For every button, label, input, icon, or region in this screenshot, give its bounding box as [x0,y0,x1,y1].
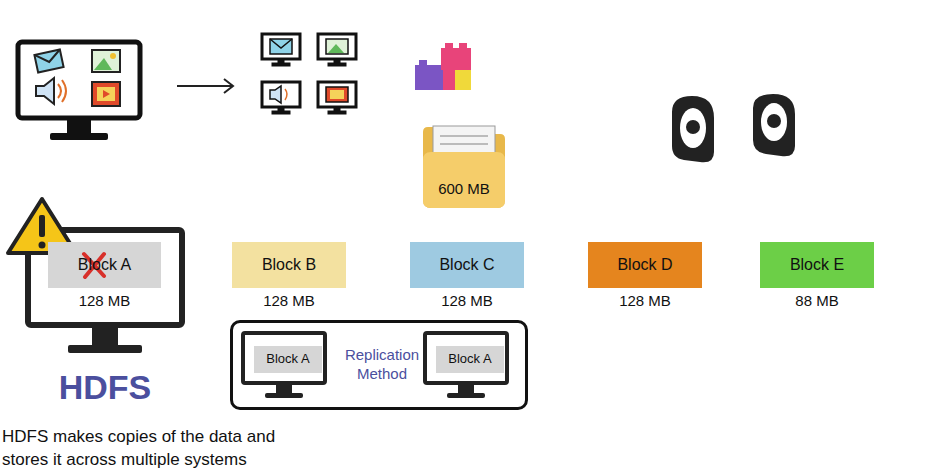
block-size: 128 MB [619,292,671,309]
data-block: Block C128 MB [410,242,524,288]
block-label: 600 MB [419,180,509,199]
caption: HDFS makes copies of the data and stores… [2,426,302,472]
illustration-part [318,82,356,107]
illustration-part [36,78,54,104]
illustration-part [440,143,488,145]
illustration-part [318,34,356,59]
failed-block: Block A128 MB [48,242,161,288]
hdfs-monitor [28,230,182,353]
block-size: 88 MB [795,292,838,309]
folder-size: 600 MB [419,165,509,205]
block-label: Block D [588,255,702,275]
system-name: HDFS [59,368,152,407]
illustration-part [419,60,427,66]
illustration-part [440,135,488,137]
lego-blocks [415,43,471,90]
illustration-part [224,79,233,93]
illustration-part [443,70,455,90]
illustration-part [680,108,706,148]
illustration-part [270,86,281,103]
block-size: 128 MB [441,292,493,309]
illustration-part [110,53,116,59]
illustration-part [459,43,467,49]
split-arrow [177,79,233,93]
illustration-part [58,84,61,98]
illustration-part [177,85,232,87]
illustration-part [34,49,62,64]
replica-block: Block A [254,346,322,373]
illustration-part [18,42,140,118]
block-label: Block C [410,255,524,275]
illustration-part [270,39,292,54]
illustration-part [39,215,45,237]
illustration-part [62,80,66,102]
illustration-part [262,82,300,107]
illustration-part [761,103,787,141]
illustration-part [262,34,300,59]
illustration-part [423,152,505,208]
illustration-part [92,50,120,72]
illustration-part [455,70,471,90]
block-label: Block B [232,255,346,275]
illustration-part [767,114,781,128]
illustration-part [272,63,290,66]
illustration-part [328,63,346,66]
replica-block: Block A [436,346,504,373]
block-label: Replication Method [333,346,431,384]
illustration-part [39,242,46,249]
block-label: Block A [436,351,504,367]
illustration-part [94,58,112,70]
illustration-part [67,118,91,135]
illustration-part [458,383,474,394]
replication-frame: Replication Method Block A Block A [230,320,528,410]
illustration-part [272,111,290,114]
illustration-part [326,87,348,102]
block-size: 128 MB [263,292,315,309]
block-size: 128 MB [79,292,131,309]
illustration-part [265,393,303,398]
eyes [672,94,795,162]
small-monitors [262,34,356,114]
illustration-part [285,89,287,100]
illustration-part [68,345,142,353]
illustration-part [97,87,115,101]
illustration-part [92,325,118,347]
block-label: Block A [48,255,161,275]
media-monitor [18,42,140,140]
illustration-part [415,65,443,90]
data-block: Block B128 MB [232,242,346,288]
block-label: Block E [760,255,874,275]
illustration-part [753,94,795,156]
illustration-part [447,393,485,398]
illustration-part [328,111,346,114]
data-block: Block D128 MB [588,242,702,288]
illustration-part [270,39,292,48]
illustration-part [50,133,108,140]
illustration-part [441,48,471,70]
replica-monitors [243,333,507,398]
illustration-part [28,230,182,325]
illustration-part [445,43,453,49]
illustration-part [103,90,110,98]
illustration-part [326,39,348,54]
illustration-part [328,44,344,53]
data-block: Block E88 MB [760,242,874,288]
illustration-part [425,333,507,383]
illustration-part [330,90,344,99]
illustration-part [276,383,292,394]
illustration-part [686,120,700,134]
illustration-part [92,82,120,106]
illustration-part [243,333,325,383]
block-label: Block A [254,351,322,367]
illustration-part [34,49,63,72]
illustration-part [672,96,714,162]
